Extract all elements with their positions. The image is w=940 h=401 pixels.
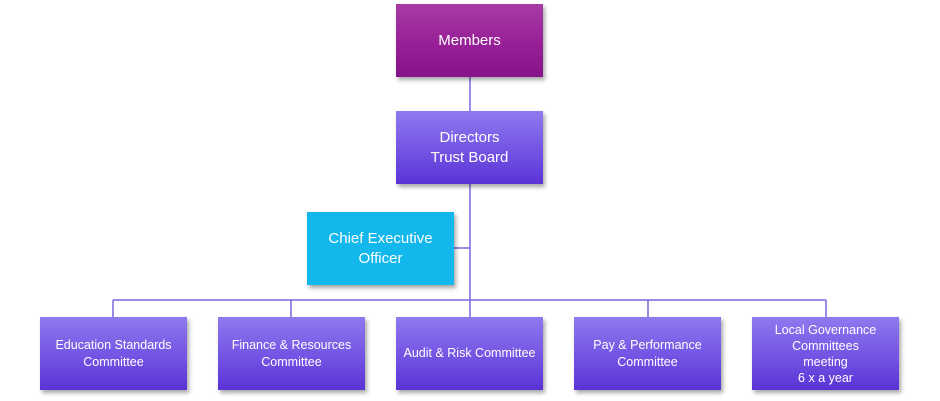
finance-label: Finance & Resources Committee — [231, 338, 352, 369]
directors-trust-board-box: Directors Trust Board — [396, 111, 543, 184]
pay-performance-committee-box: Pay & Performance Committee — [574, 317, 721, 390]
members-label: Members — [438, 31, 501, 49]
education-label: Education Standards Committee — [55, 338, 172, 369]
chief-executive-officer-box: Chief Executive Officer — [307, 212, 454, 285]
members-box: Members — [396, 4, 543, 77]
finance-resources-committee-box: Finance & Resources Committee — [218, 317, 365, 390]
directors-label: Directors Trust Board — [430, 129, 509, 166]
pay-label: Pay & Performance Committee — [593, 338, 702, 369]
ceo-label: Chief Executive Officer — [328, 230, 433, 267]
education-standards-committee-box: Education Standards Committee — [40, 317, 187, 390]
local-governance-committees-box: Local Governance Committees meeting 6 x … — [752, 317, 899, 390]
local-governance-label: Local Governance Committees meeting 6 x … — [774, 322, 877, 385]
audit-label: Audit & Risk Committee — [403, 346, 536, 361]
audit-risk-committee-box: Audit & Risk Committee — [396, 317, 543, 390]
